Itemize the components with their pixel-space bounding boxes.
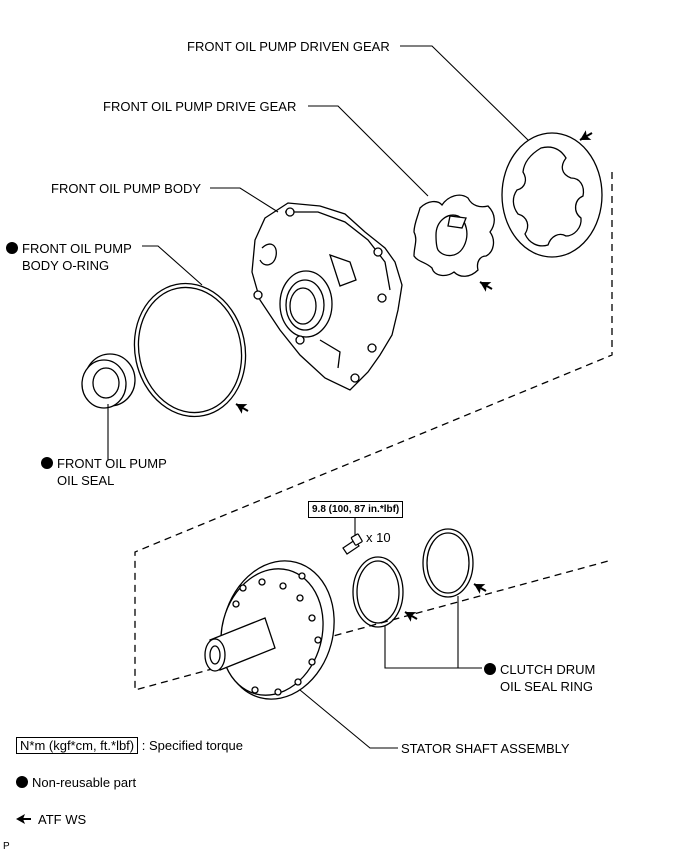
corner-mark: P — [3, 841, 10, 852]
atf-arrow-icon — [477, 277, 493, 292]
nonreusable-dot-icon — [16, 776, 28, 788]
label-drive-gear: FRONT OIL PUMP DRIVE GEAR — [103, 99, 297, 114]
bolt-quantity: x 10 — [366, 530, 391, 545]
label-pump-body: FRONT OIL PUMP BODY — [51, 181, 202, 196]
nonreusable-dot-icon — [484, 663, 496, 675]
oil-seal-part — [81, 353, 136, 409]
atf-arrow-icon — [471, 579, 487, 594]
leader-stator — [299, 689, 398, 749]
legend-torque-desc: : Specified torque — [141, 738, 243, 753]
stator-shaft-part — [204, 560, 335, 700]
drive-gear-part — [413, 194, 495, 277]
o-ring-part — [133, 282, 247, 418]
legend-atf: ATF WS — [38, 812, 87, 827]
driven-gear-part — [501, 132, 603, 258]
pump-body-part — [251, 202, 403, 391]
atf-arrow-icon — [402, 607, 418, 622]
atf-arrow-icon — [233, 399, 249, 414]
atf-arrow-icon — [577, 130, 593, 145]
legend-atf-arrow-icon — [16, 814, 31, 824]
leader-pump-body — [210, 187, 279, 213]
nonreusable-dot-icon — [6, 242, 18, 254]
leader-driven-gear — [400, 45, 529, 141]
bolt-part — [342, 533, 363, 555]
leader-clutch-ring — [384, 596, 482, 669]
label-clutch-ring: CLUTCH DRUM OIL SEAL RING — [484, 661, 595, 695]
label-stator: STATOR SHAFT ASSEMBLY — [401, 741, 570, 756]
label-oil-seal: FRONT OIL PUMP OIL SEAL — [41, 455, 167, 489]
leader-o-ring — [142, 245, 203, 286]
legend-torque-box: N*m (kgf*cm, ft.*lbf) — [16, 737, 139, 754]
label-driven-gear: FRONT OIL PUMP DRIVEN GEAR — [187, 39, 390, 54]
legend-nonreusable: Non-reusable part — [16, 774, 136, 791]
legend-torque: N*m (kgf*cm, ft.*lbf) : Specified torque — [16, 737, 243, 754]
torque-spec-box: 9.8 (100, 87 in.*lbf) — [308, 501, 404, 518]
clutch-ring-parts — [352, 528, 474, 628]
leader-drive-gear — [308, 105, 429, 197]
nonreusable-dot-icon — [41, 457, 53, 469]
label-o-ring: FRONT OIL PUMP BODY O-RING — [6, 240, 132, 274]
